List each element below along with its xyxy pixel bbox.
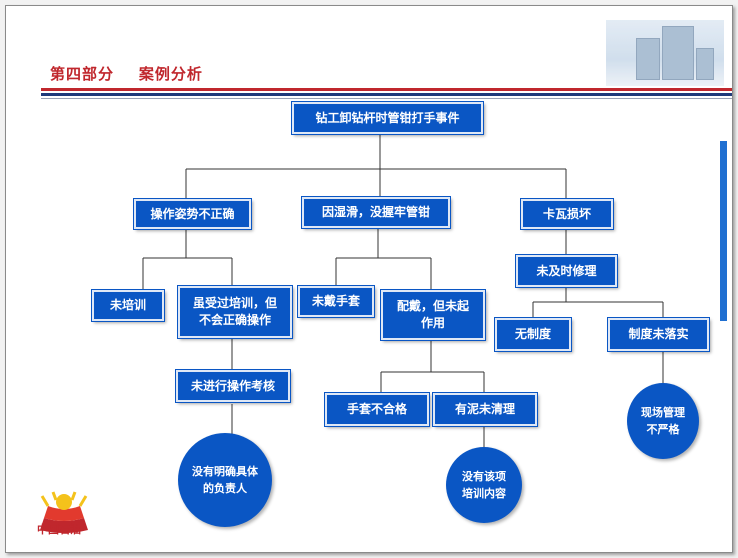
building-image: [606, 20, 724, 86]
cause-posture-box: 操作姿势不正确: [134, 199, 251, 229]
slide: 第四部分 案例分析: [5, 5, 733, 553]
petrochina-logo-icon: [40, 491, 88, 533]
connector-lines: [142, 134, 664, 448]
no-training-content-circle: 没有该项培训内容: [446, 447, 522, 523]
no-assessment-box: 未进行操作考核: [176, 370, 290, 402]
system-not-implemented-box: 制度未落实: [608, 318, 709, 351]
header-rule-red: [41, 88, 732, 91]
root-event-box: 钻工卸钻杆时管钳打手事件: [292, 102, 483, 134]
cause-damaged-box: 卡瓦损坏: [521, 199, 613, 229]
not-repaired-box: 未及时修理: [516, 255, 617, 287]
no-gloves-box: 未戴手套: [298, 286, 374, 317]
scroll-bar: [720, 141, 727, 321]
cause-slippery-box: 因湿滑，没握牢管钳: [302, 197, 450, 228]
fault-tree-diagram: 钻工卸钻杆时管钳打手事件 操作姿势不正确 因湿滑，没握牢管钳 卡瓦损坏 未培训 …: [6, 6, 732, 552]
header-rule-grey: [41, 98, 732, 99]
gloves-not-working-box: 配戴，但未起作用: [381, 290, 485, 340]
no-system-box: 无制度: [495, 318, 571, 351]
gloves-unqualified-box: 手套不合格: [325, 393, 429, 426]
header-rule-navy: [41, 93, 732, 96]
trained-wrong-box: 虽受过培训，但不会正确操作: [178, 286, 292, 338]
site-management-lax-circle: 现场管理不严格: [627, 383, 699, 459]
logo-text: 中国石油: [37, 523, 81, 536]
mud-not-cleaned-box: 有泥未清理: [433, 393, 537, 426]
no-responsible-circle: 没有明确具体的负责人: [178, 433, 272, 527]
section-title: 第四部分 案例分析: [50, 65, 203, 83]
not-trained-box: 未培训: [92, 290, 164, 321]
